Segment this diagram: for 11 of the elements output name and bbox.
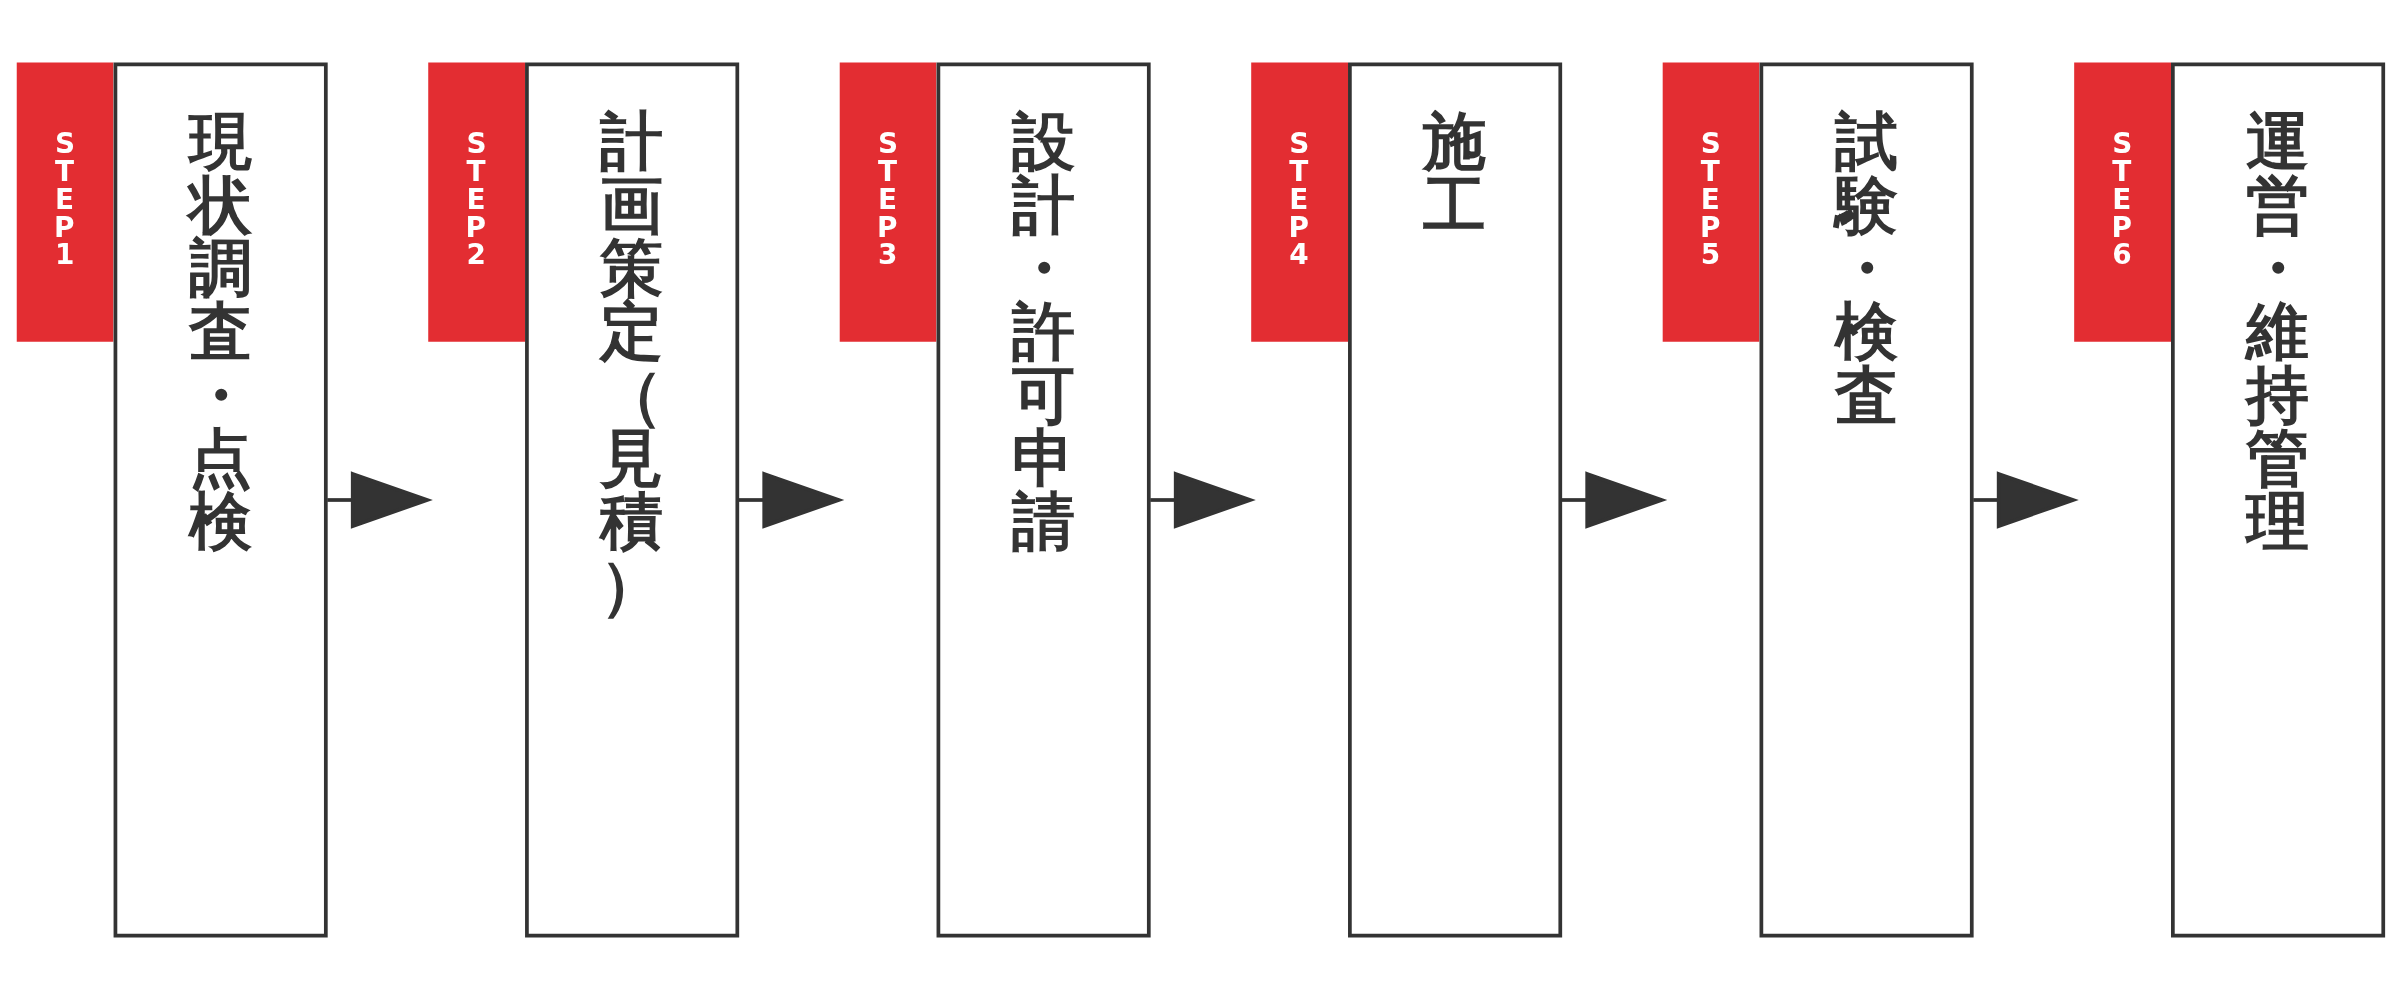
node-label: 試験・検査 bbox=[1834, 104, 1898, 432]
arrow bbox=[1561, 471, 1668, 529]
arrow bbox=[738, 471, 845, 529]
node-text: STEP5 bbox=[1699, 126, 1721, 272]
node-label: 設計・許可申請 bbox=[1011, 104, 1075, 559]
arrow bbox=[1973, 471, 2079, 529]
node-text: STEP3 bbox=[876, 126, 898, 272]
node-label: 現状調査・点検 bbox=[188, 104, 252, 559]
arrow bbox=[327, 471, 433, 529]
arrow bbox=[1150, 471, 1256, 529]
node-text: STEP1 bbox=[53, 126, 76, 272]
